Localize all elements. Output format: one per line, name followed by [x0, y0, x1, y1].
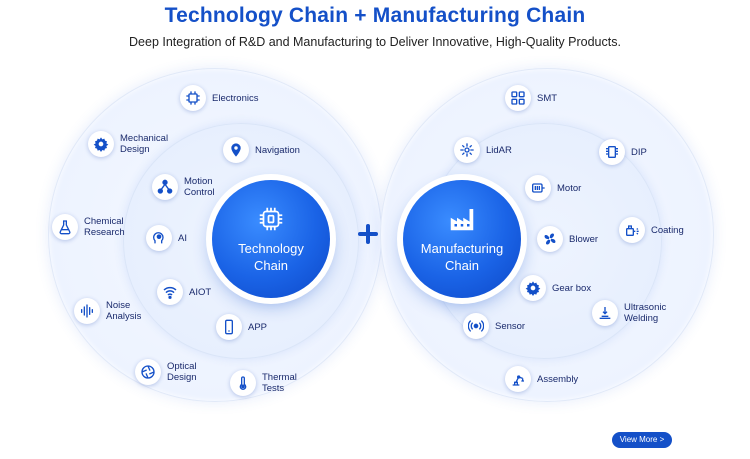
- gear-icon: [88, 131, 114, 157]
- tech-item-label: Noise Analysis: [106, 300, 142, 322]
- tech-item-motion-control: Motion Control: [152, 174, 232, 200]
- tech-item-mechanical-design: Mechanical Design: [88, 131, 194, 157]
- mfg-item-label: LidAR: [486, 144, 512, 156]
- sensor-icon: [463, 313, 489, 339]
- mfg-item-label: Blower: [569, 233, 599, 245]
- view-more-button[interactable]: View More >: [612, 432, 672, 448]
- manufacturing-core-label-2: Chain: [445, 258, 479, 273]
- flask-icon: [52, 214, 78, 240]
- dip-chip-icon: [599, 139, 625, 165]
- mfg-item-label: Sensor: [495, 320, 526, 332]
- mfg-item-lidar: LidAR: [454, 137, 560, 163]
- mfg-item-label: DIP: [631, 146, 647, 158]
- smt-board-icon: [505, 85, 531, 111]
- robot-arm-icon: [505, 366, 531, 392]
- tech-item-electronics: Electronics: [180, 85, 286, 111]
- mfg-item-label: SMT: [537, 92, 558, 104]
- mfg-item-label: Assembly: [537, 373, 579, 385]
- sound-wave-icon: [74, 298, 100, 324]
- tech-item-label: Electronics: [212, 92, 259, 104]
- mfg-item-coating: Coating: [619, 217, 725, 243]
- fan-icon: [537, 226, 563, 252]
- tech-item-label: Navigation: [255, 144, 300, 156]
- tech-item-navigation: Navigation: [223, 137, 329, 163]
- tech-item-label: Thermal Tests: [262, 372, 297, 394]
- thermometer-icon: [230, 370, 256, 396]
- mfg-item-label: Motor: [557, 182, 582, 194]
- chip-brain-icon: [259, 207, 283, 231]
- location-pin-icon: [223, 137, 249, 163]
- welding-icon: [592, 300, 618, 326]
- factory-icon: [450, 209, 474, 231]
- motion-nodes-icon: [152, 174, 178, 200]
- chip-icon: [180, 85, 206, 111]
- mfg-item-sensor: Sensor: [463, 313, 569, 339]
- tech-item-label: APP: [248, 321, 268, 333]
- tech-item-label: Chemical Research: [84, 216, 125, 238]
- ai-head-icon: [146, 225, 172, 251]
- spray-icon: [619, 217, 645, 243]
- technology-core-label-1: Technology: [238, 241, 304, 256]
- tech-item-label: Motion Control: [184, 176, 215, 198]
- aperture-icon: [135, 359, 161, 385]
- manufacturing-core: Manufacturing Chain: [403, 180, 521, 298]
- page-subtitle: Deep Integration of R&D and Manufacturin…: [129, 35, 621, 49]
- tech-item-label: AI: [178, 232, 187, 244]
- mfg-item-assembly: Assembly: [505, 366, 611, 392]
- mfg-item-dip: DIP: [599, 139, 705, 165]
- technology-core: Technology Chain: [212, 180, 330, 298]
- tech-item-label: Optical Design: [167, 361, 197, 383]
- page-title: Technology Chain + Manufacturing Chain: [164, 4, 586, 27]
- tech-item-ai: AI: [146, 225, 252, 251]
- manufacturing-core-label-1: Manufacturing: [420, 241, 504, 256]
- mfg-item-label: Coating: [651, 224, 684, 236]
- tech-item-label: AIOT: [189, 286, 212, 298]
- technology-core-label-2: Chain: [254, 258, 288, 273]
- mfg-item-label: Ultrasonic Welding: [624, 302, 667, 324]
- tech-item-label: Mechanical Design: [120, 133, 169, 155]
- phone-icon: [216, 314, 242, 340]
- mfg-item-label: Gear box: [552, 282, 592, 294]
- mfg-item-smt: SMT: [505, 85, 611, 111]
- lidar-icon: [454, 137, 480, 163]
- motor-icon: [525, 175, 551, 201]
- tech-item-thermal-tests: Thermal Tests: [230, 370, 302, 396]
- mfg-item-blower: Blower: [537, 226, 643, 252]
- tech-item-chemical-research: Chemical Research: [52, 214, 134, 240]
- tech-item-optical-design: Optical Design: [135, 359, 207, 385]
- mfg-item-motor: Motor: [525, 175, 631, 201]
- mfg-item-ultrasonic-welding: Ultrasonic Welding: [592, 300, 670, 326]
- mfg-item-gear-box: Gear box: [520, 275, 626, 301]
- tech-item-aiot: AIOT: [157, 279, 263, 305]
- wifi-icon: [157, 279, 183, 305]
- tech-item-app: APP: [216, 314, 322, 340]
- plus-icon: [356, 222, 380, 246]
- tech-item-noise-analysis: Noise Analysis: [74, 298, 148, 324]
- gear-icon: [520, 275, 546, 301]
